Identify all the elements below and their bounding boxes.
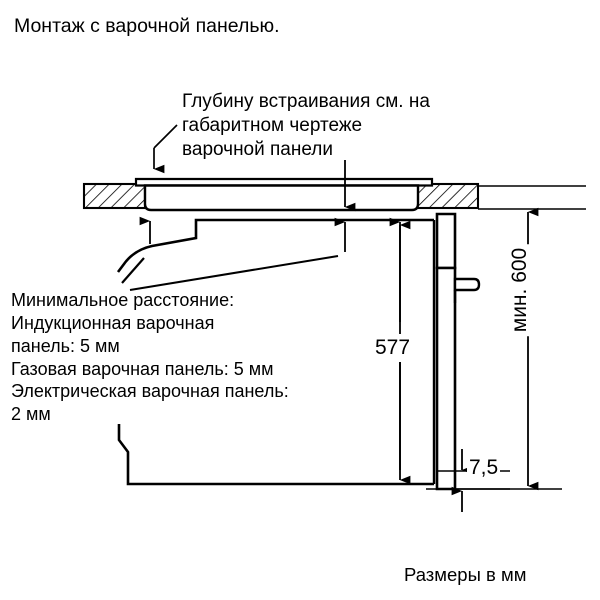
countertop-left [82,182,147,210]
min-distance-leaders [121,255,339,291]
countertop-right [414,182,480,210]
units-note: Размеры в мм [404,564,527,585]
hob-depth-leader [153,124,178,174]
oven-door [435,212,481,491]
page-title: Монтаж с варочной панелью. [14,15,280,37]
hob-cooktop [134,177,434,212]
hob-depth-note-text: Глубину встраивания см. на габаритном че… [182,91,430,160]
oven-handle-shape [453,277,481,292]
dimension-label-7-5: 7,5 [467,455,501,482]
oven-body [116,218,436,486]
dimension-label-min-600: мин. 600 [505,243,535,337]
min-distance-note-text: Минимальное расстояние: Индукционная вар… [11,290,289,425]
dimension-min-600 [455,185,586,491]
dimension-label-577: 577 [372,334,414,363]
